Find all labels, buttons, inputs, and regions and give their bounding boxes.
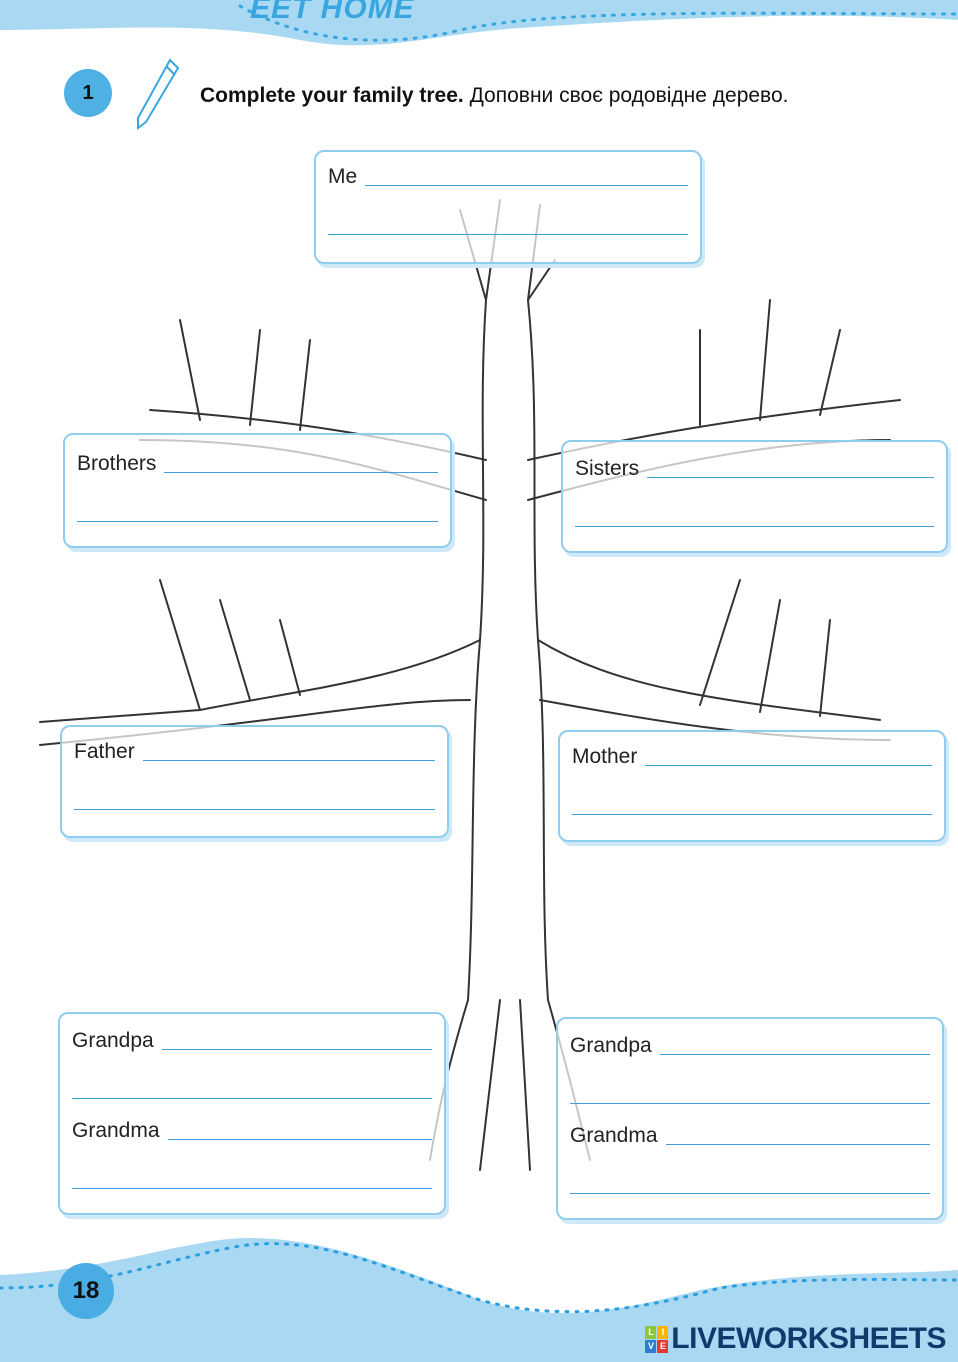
grandma-input-line-2[interactable] (570, 1193, 930, 1194)
me-box: Me (314, 150, 702, 264)
father-box: Father (60, 725, 449, 838)
mother-label: Mother (572, 745, 638, 768)
brothers-input-line[interactable] (164, 472, 438, 473)
header-wave (0, 0, 958, 46)
pen-icon (137, 58, 180, 130)
sisters-input-line[interactable] (647, 477, 934, 478)
liveworksheets-logo: L I V E LIVEWORKSHEETS (645, 1322, 946, 1356)
father-input-line[interactable] (142, 760, 435, 761)
exercise-number-badge: 1 (64, 69, 112, 117)
logo-text: LIVEWORKSHEETS (671, 1322, 946, 1355)
grandma-input-line-2[interactable] (72, 1188, 432, 1189)
logo-mark: L I V E (645, 1325, 669, 1353)
logo-letter: L (645, 1325, 657, 1339)
section-title: EET HOME (250, 0, 415, 25)
page-number: 18 (58, 1263, 114, 1319)
maternal-grandparents-box: Grandpa Grandma (556, 1017, 944, 1220)
logo-letter: E (657, 1339, 669, 1353)
sisters-input-line-2[interactable] (575, 526, 934, 527)
instruction-ua: Доповни своє родовідне дерево. (469, 84, 789, 107)
paternal-grandparents-box: Grandpa Grandma (58, 1012, 446, 1215)
mother-box: Mother (558, 730, 946, 842)
brothers-label: Brothers (77, 452, 157, 475)
logo-letter: I (657, 1325, 669, 1339)
footer-wave (0, 1238, 958, 1362)
instruction: Complete your family tree. Доповни своє … (200, 84, 789, 108)
grandpa-label: Grandpa (72, 1029, 154, 1052)
me-input-line[interactable] (365, 185, 688, 186)
mother-input-line-2[interactable] (572, 814, 932, 815)
grandma-input-line[interactable] (665, 1144, 930, 1145)
grandma-label: Grandma (72, 1119, 160, 1142)
me-input-line-2[interactable] (328, 234, 688, 235)
grandma-input-line[interactable] (167, 1139, 432, 1140)
grandpa-input-line[interactable] (161, 1049, 432, 1050)
sisters-box: Sisters (561, 440, 948, 553)
sisters-label: Sisters (575, 457, 640, 480)
grandpa-input-line-2[interactable] (72, 1098, 432, 1099)
brothers-input-line-2[interactable] (77, 521, 438, 522)
grandpa-label: Grandpa (570, 1034, 652, 1057)
grandpa-input-line[interactable] (659, 1054, 930, 1055)
me-label: Me (328, 165, 358, 188)
father-label: Father (74, 740, 135, 763)
grandpa-input-line-2[interactable] (570, 1103, 930, 1104)
father-input-line-2[interactable] (74, 809, 435, 810)
instruction-en: Complete your family tree. (200, 84, 464, 107)
grandma-label: Grandma (570, 1124, 658, 1147)
brothers-box: Brothers (63, 433, 452, 548)
mother-input-line[interactable] (645, 765, 932, 766)
logo-letter: V (645, 1339, 657, 1353)
